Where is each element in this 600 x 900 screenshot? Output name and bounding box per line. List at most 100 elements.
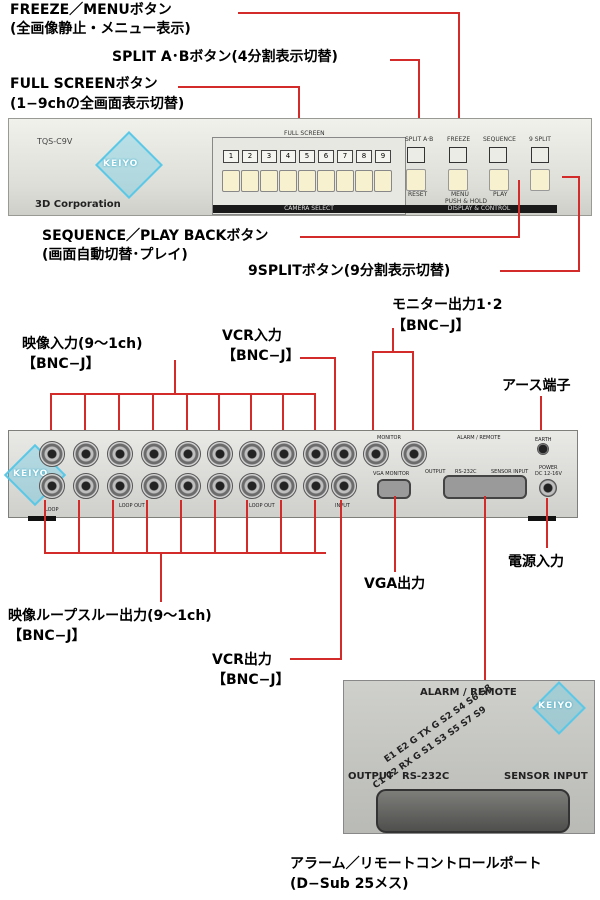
- vga-out-label: VGA出力: [364, 576, 426, 592]
- loop-out-tag: LOOP OUT: [119, 503, 145, 509]
- full-screen-desc: (1−9chの全画面表示切替): [10, 96, 185, 112]
- channel-key-7[interactable]: 7: [337, 150, 353, 163]
- leader-line: [50, 393, 316, 395]
- bnc-loop-out-7[interactable]: [107, 473, 133, 499]
- split-ab-button[interactable]: [406, 169, 426, 191]
- output-tag: OUTPUT: [425, 469, 446, 475]
- bnc-video-in-6[interactable]: [141, 441, 167, 467]
- camera-button-5[interactable]: [298, 170, 316, 192]
- camera-button-2[interactable]: [241, 170, 259, 192]
- rear-logo-text: KEIYO: [13, 469, 49, 479]
- leader-line: [372, 351, 374, 437]
- leader-line: [246, 500, 248, 554]
- rear-panel: KEIYO MONITOR VGA MONITOR ALARM / REMOTE…: [3, 430, 578, 518]
- split9-tag: 9 SPLIT: [529, 136, 551, 143]
- camera-button-4[interactable]: [279, 170, 297, 192]
- rear-foot: [28, 516, 56, 521]
- channel-key-8[interactable]: 8: [356, 150, 372, 163]
- rear-foot: [528, 516, 556, 521]
- bnc-loop-out-3[interactable]: [239, 473, 265, 499]
- dc-tag: DC 12-16V: [535, 471, 562, 477]
- channel-key-6[interactable]: 6: [318, 150, 334, 163]
- leader-line: [562, 176, 580, 178]
- bnc-vcr-out[interactable]: [331, 473, 357, 499]
- channel-key-4[interactable]: 4: [280, 150, 296, 163]
- leader-line: [214, 500, 216, 554]
- camera-button-6[interactable]: [317, 170, 335, 192]
- zoom-sensor-input: SENSOR INPUT: [504, 771, 588, 782]
- dsub25-connector[interactable]: [376, 789, 570, 833]
- bnc-video-in-1[interactable]: [303, 441, 329, 467]
- sequence-play-button[interactable]: [489, 169, 509, 191]
- leader-line: [392, 328, 394, 352]
- loop-out-label: 映像ループスルー出力(9〜1ch): [8, 608, 212, 624]
- channel-key-5[interactable]: 5: [299, 150, 315, 163]
- channel-key-9[interactable]: 9: [375, 150, 391, 163]
- bnc-video-in-7[interactable]: [107, 441, 133, 467]
- leader-line: [180, 500, 182, 554]
- bnc-loop-out-1[interactable]: [303, 473, 329, 499]
- camera-button-3[interactable]: [260, 170, 278, 192]
- channel-key-3[interactable]: 3: [261, 150, 277, 163]
- sequence-label: SEQUENCE／PLAY BACKボタン: [42, 228, 269, 244]
- leader-line: [300, 236, 520, 238]
- monitor-tag: MONITOR: [377, 435, 401, 441]
- bnc-loop-out-6[interactable]: [141, 473, 167, 499]
- leader-line: [44, 500, 46, 554]
- bnc-video-in-4[interactable]: [207, 441, 233, 467]
- camera-button-9[interactable]: [374, 170, 392, 192]
- freeze-menu-button[interactable]: [448, 169, 468, 191]
- leader-line: [484, 496, 486, 682]
- sequence-tag: SEQUENCE: [483, 136, 516, 143]
- earth-terminal[interactable]: [537, 443, 549, 455]
- leader-line: [390, 59, 420, 61]
- zoom-logo-text: KEIYO: [538, 701, 574, 711]
- freeze-icon: [449, 147, 467, 163]
- camera-select-block: 1 2 3 4 5 6 7 8 9 CAMERA SELECT: [212, 137, 406, 215]
- leader-line: [418, 59, 420, 151]
- split9-button[interactable]: [530, 169, 550, 191]
- camera-button-8[interactable]: [355, 170, 373, 192]
- bnc-video-in-8[interactable]: [73, 441, 99, 467]
- camera-button-7[interactable]: [336, 170, 354, 192]
- monitor-out-label: モニター出力1･2: [392, 297, 503, 313]
- camera-select-bar: CAMERA SELECT: [213, 205, 405, 213]
- bnc-loop-out-4[interactable]: [207, 473, 233, 499]
- play-tag: PLAY: [493, 191, 508, 198]
- zoom-output: OUTPUT: [348, 771, 394, 782]
- bnc-video-in-9[interactable]: [39, 441, 65, 467]
- camera-button-1[interactable]: [222, 170, 240, 192]
- channel-key-1[interactable]: 1: [223, 150, 239, 163]
- bnc-monitor-out-1[interactable]: [363, 441, 389, 467]
- display-control-bar: DISPLAY & CONTROL: [401, 205, 557, 213]
- leader-line: [540, 396, 542, 438]
- power-tag: POWER: [539, 465, 558, 471]
- leader-line: [314, 393, 316, 438]
- channel-key-2[interactable]: 2: [242, 150, 258, 163]
- push-hold-tag: PUSH & HOLD: [445, 198, 488, 205]
- bnc-loop-out-9[interactable]: [39, 473, 65, 499]
- leader-line: [186, 393, 188, 438]
- leader-line: [372, 351, 414, 353]
- leader-line: [238, 12, 460, 14]
- bnc-video-in-5[interactable]: [175, 441, 201, 467]
- split-ab-tag: SPLIT A·B: [405, 136, 434, 143]
- leader-line: [84, 393, 86, 438]
- bnc-loop-out-5[interactable]: [175, 473, 201, 499]
- sensor-input-tag: SENSOR INPUT: [491, 469, 529, 475]
- bnc-video-in-3[interactable]: [239, 441, 265, 467]
- leader-line: [298, 86, 300, 146]
- sequence-desc: (画面自動切替･プレイ): [42, 247, 188, 263]
- leader-line: [50, 393, 52, 438]
- leader-line: [314, 500, 316, 554]
- bnc-vcr-in[interactable]: [331, 441, 357, 467]
- bnc-video-in-2[interactable]: [271, 441, 297, 467]
- sequence-icon: [489, 147, 507, 163]
- bnc-loop-out-2[interactable]: [271, 473, 297, 499]
- bnc-loop-out-8[interactable]: [73, 473, 99, 499]
- model-label: TQS-C9V: [37, 137, 73, 146]
- menu-tag: MENU: [451, 191, 469, 198]
- power-jack[interactable]: [539, 479, 557, 497]
- vcr-out-type: 【BNC−J】: [212, 672, 290, 688]
- bnc-monitor-out-2[interactable]: [401, 441, 427, 467]
